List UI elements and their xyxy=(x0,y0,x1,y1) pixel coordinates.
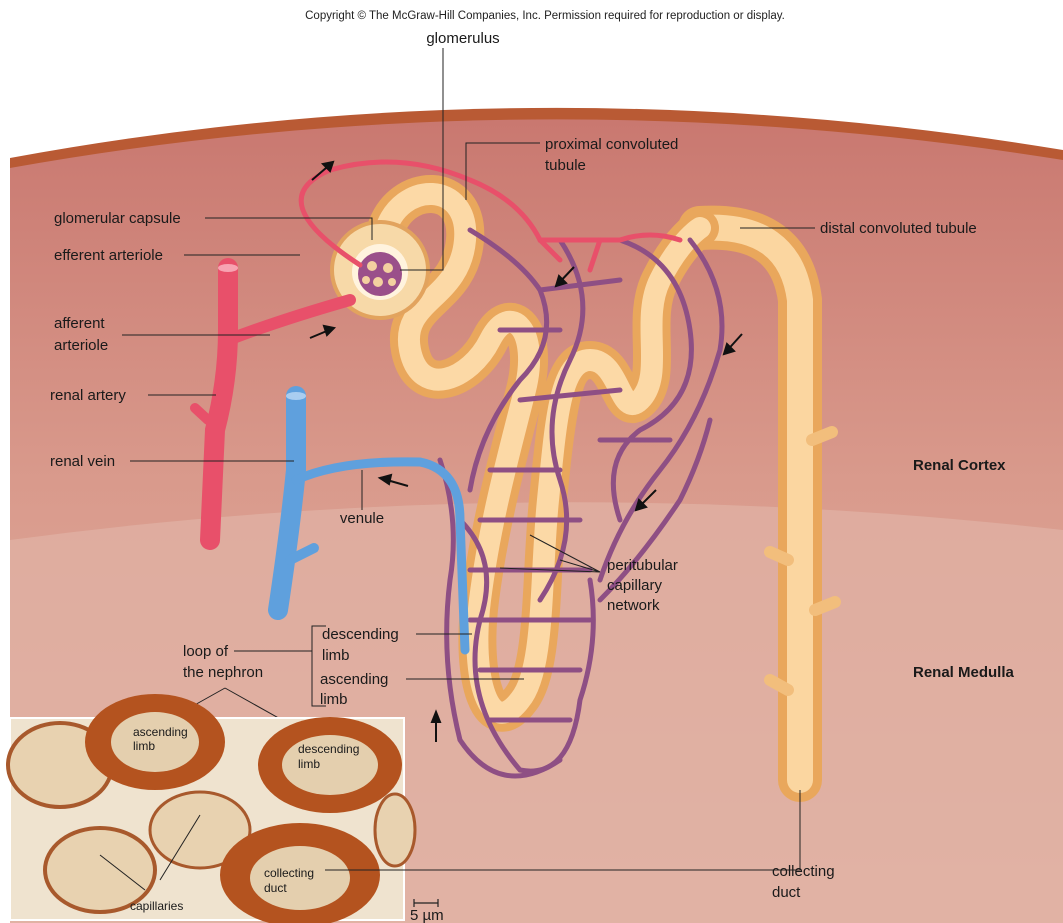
label-descending-line1: descending xyxy=(322,626,399,643)
label-glomerulus: glomerulus xyxy=(426,30,499,47)
micro-descending-line2: limb xyxy=(298,757,320,771)
label-loop-line1: loop of xyxy=(183,643,229,660)
micro-collecting-line1: collecting xyxy=(264,866,314,880)
micro-descending-line1: descending xyxy=(298,742,359,756)
label-peritubular-line1: peritubular xyxy=(607,557,678,574)
micro-collecting-line2: duct xyxy=(264,881,287,895)
glomerulus-shape xyxy=(358,252,402,296)
label-loop-line2: the nephron xyxy=(183,664,263,681)
label-proximal-line2: tubule xyxy=(545,157,586,174)
label-ascending-line2: limb xyxy=(320,691,348,708)
label-renal-vein: renal vein xyxy=(50,453,115,470)
label-renal-artery: renal artery xyxy=(50,387,126,404)
label-ascending-line1: ascending xyxy=(320,671,388,688)
label-venule: venule xyxy=(340,510,384,527)
label-renal-cortex: Renal Cortex xyxy=(913,457,1006,474)
label-peritubular-line2: capillary xyxy=(607,577,663,594)
copyright-text: Copyright © The McGraw-Hill Companies, I… xyxy=(305,10,785,22)
label-afferent-line1: afferent xyxy=(54,315,105,332)
label-descending-line2: limb xyxy=(322,647,350,664)
label-efferent-arteriole: efferent arteriole xyxy=(54,247,163,264)
label-collecting-line1: collecting xyxy=(772,863,835,880)
label-glomerular-capsule: glomerular capsule xyxy=(54,210,181,227)
label-collecting-line2: duct xyxy=(772,884,801,901)
micro-capillaries: capillaries xyxy=(130,899,183,913)
scale-label: 5 µm xyxy=(410,907,444,923)
label-renal-medulla: Renal Medulla xyxy=(913,664,1015,681)
micro-ascending-line2: limb xyxy=(133,739,155,753)
label-afferent-line2: arteriole xyxy=(54,337,108,354)
label-distal-convoluted-tubule: distal convoluted tubule xyxy=(820,220,977,237)
label-peritubular-line3: network xyxy=(607,597,660,614)
micro-ascending-line1: ascending xyxy=(133,725,188,739)
label-proximal-line1: proximal convoluted xyxy=(545,136,678,153)
